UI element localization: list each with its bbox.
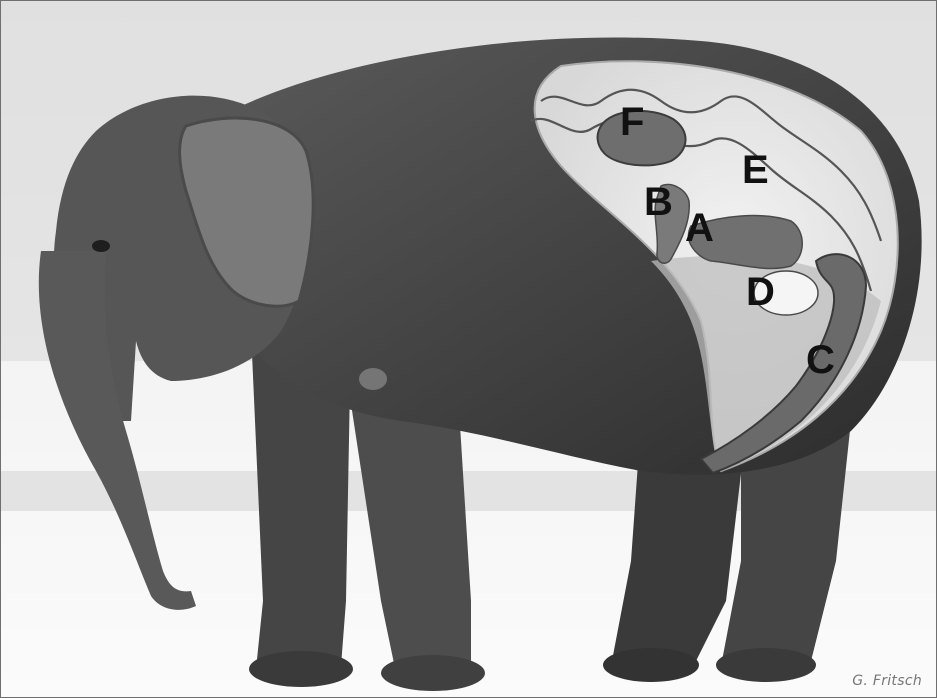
label-d: D [746,270,775,314]
label-b: B [644,180,673,224]
photo-credit: G. Fritsch [852,673,922,689]
label-e: E [742,148,769,192]
label-f: F [620,100,644,144]
front-left-foot [249,651,353,687]
elephant-eye [92,240,110,252]
front-right-foot [381,655,485,691]
label-c: C [806,338,835,382]
hind-left-foot [603,648,699,682]
knee-highlight [359,368,387,390]
label-a: A [685,206,714,250]
hind-right-foot [716,648,816,682]
